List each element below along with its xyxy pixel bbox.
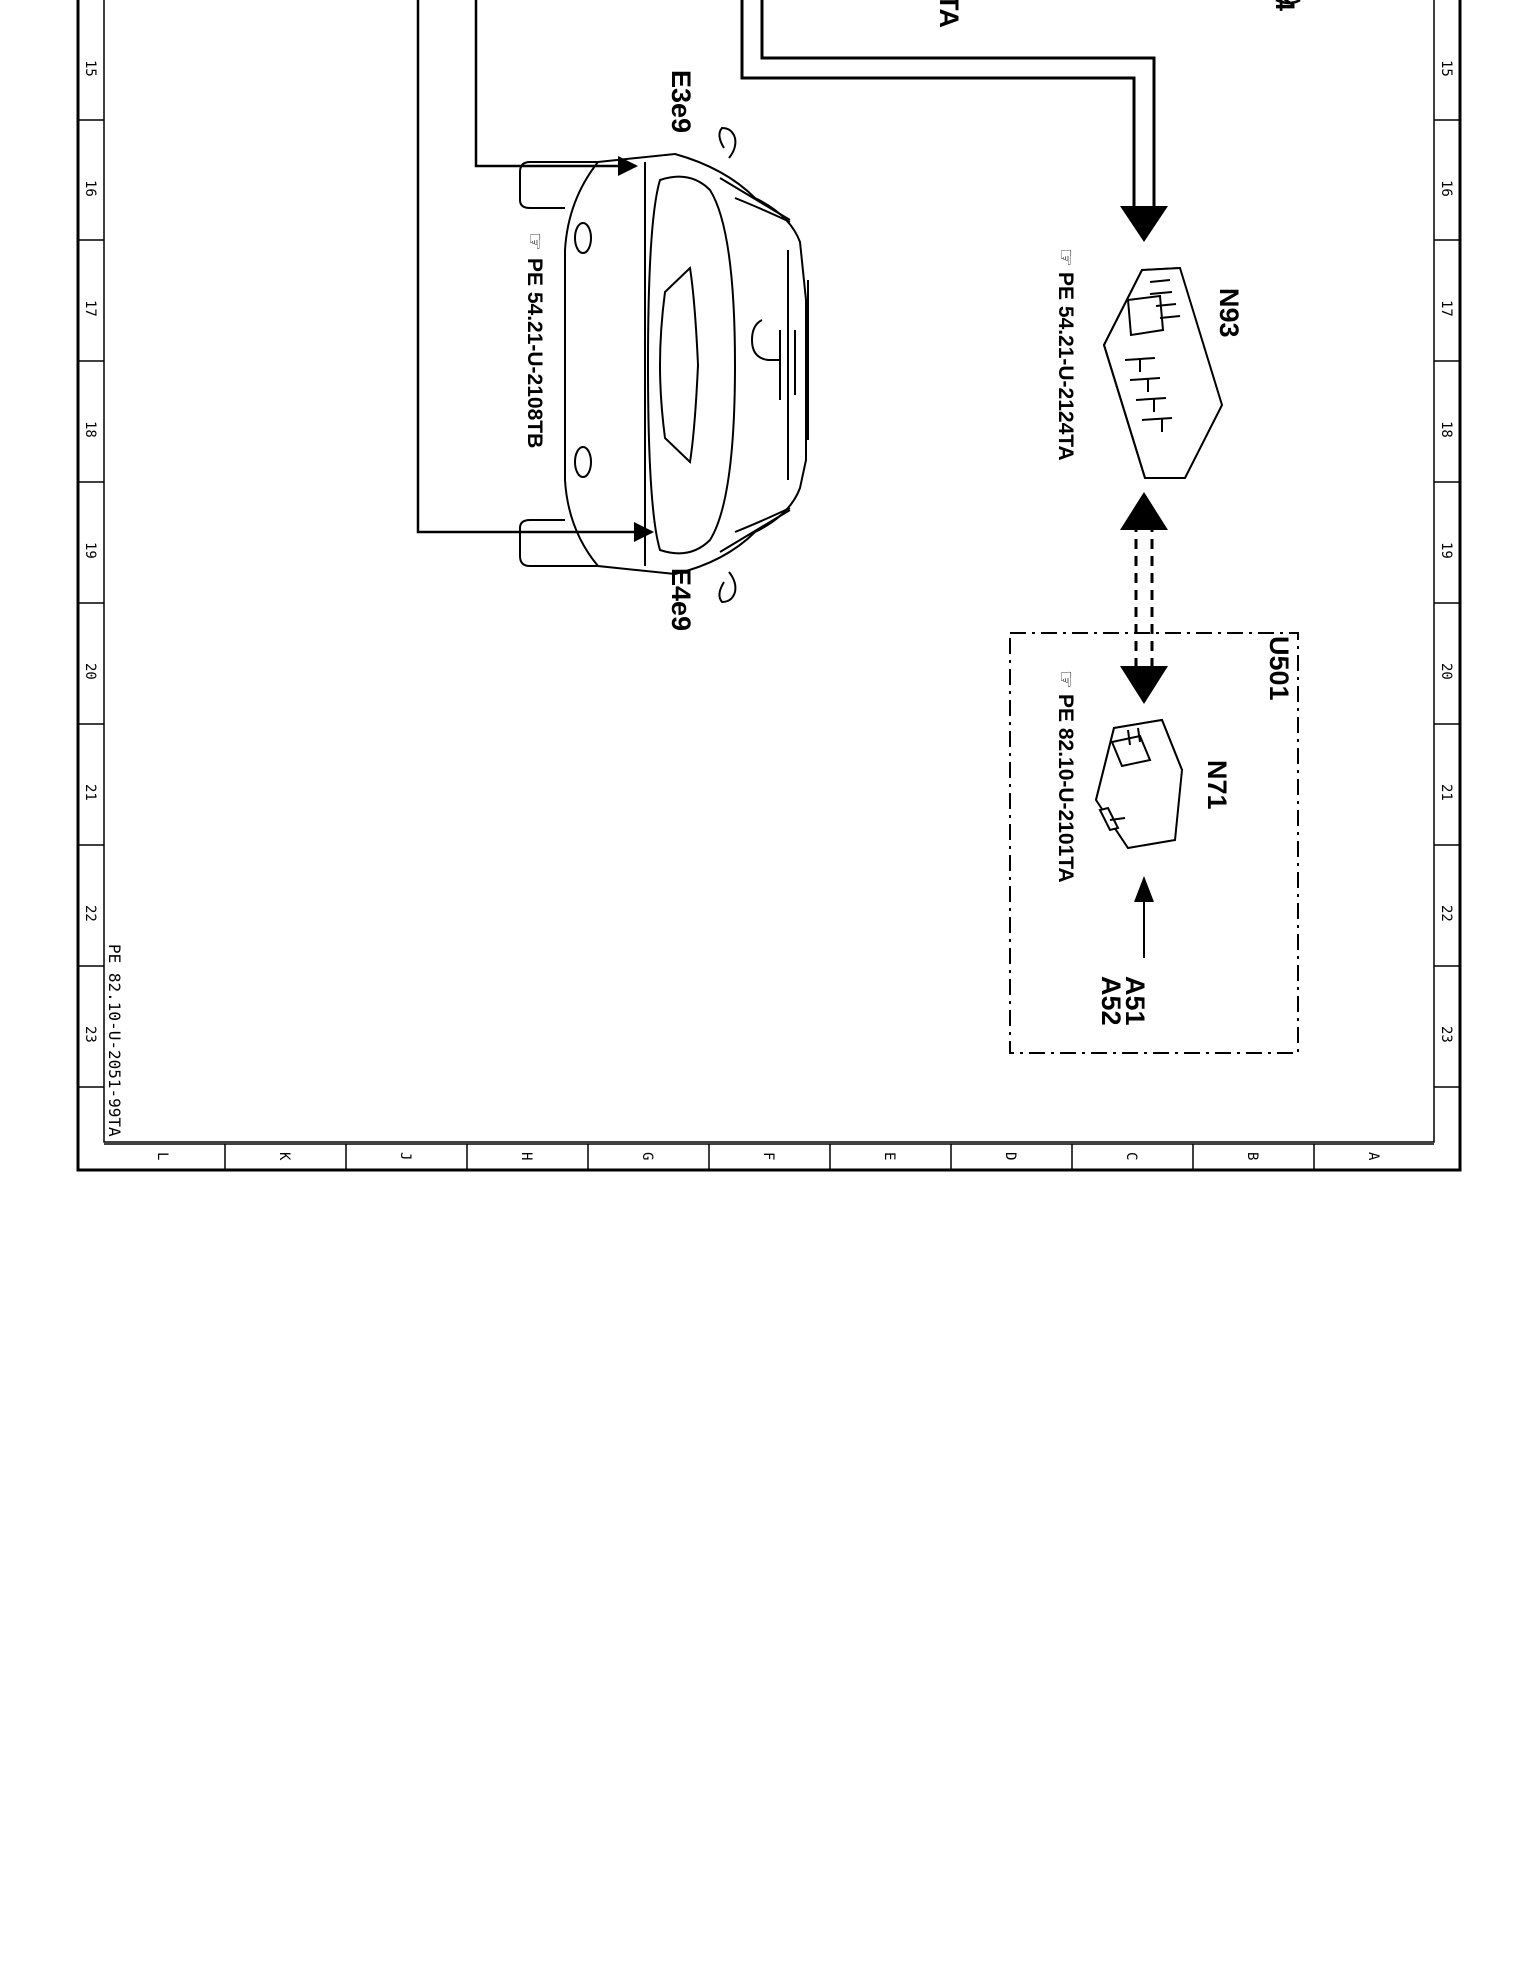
n71-reference: PE 82.10-U-2101TA: [1054, 694, 1077, 883]
hand-pointer-icon: ☞: [523, 232, 546, 251]
row-markers-left: 15 16 17 18 19 20 21 22 23: [82, 60, 98, 1043]
wire-to-e3e9: [474, 0, 638, 176]
partial-label: TA: [934, 0, 964, 28]
row-marker: 23: [82, 1026, 98, 1043]
bumper-lower: [519, 519, 598, 567]
row-marker: 19: [1438, 542, 1454, 559]
inner-frame: [103, 0, 1435, 1143]
row-marker: 15: [1438, 60, 1454, 77]
column-marker: E: [881, 1152, 897, 1160]
row-marker: 21: [82, 784, 98, 801]
headlamp-wires: [416, 0, 654, 542]
pillar-line: [719, 177, 791, 221]
row-marker: 20: [1438, 663, 1454, 680]
bumper-upper: [519, 161, 598, 209]
vehicle-top-view: [519, 126, 809, 604]
row-marker: 18: [1438, 421, 1454, 438]
windshield: [646, 175, 737, 555]
n93-reference: PE 54.21-U-2124TA: [1054, 272, 1077, 461]
u501-label: U501: [1264, 636, 1294, 701]
mirror: [718, 571, 737, 604]
row-marker: 22: [1438, 905, 1454, 922]
bus-arrow-n93: [1120, 206, 1168, 242]
mirror: [718, 126, 737, 159]
pillar-line: [719, 509, 791, 553]
vehicle-reference: PE 54.21-U-2108TB: [523, 258, 546, 448]
column-markers: L K J H G F E D C B A: [154, 1152, 1381, 1161]
bus-n93-n71: [1134, 522, 1154, 672]
roof-line: [734, 197, 791, 223]
input-arrow: [1134, 876, 1154, 902]
column-marker: L: [154, 1152, 170, 1160]
drawing-code: PE 82.10-U-2051-99TA: [105, 944, 124, 1137]
bus-arrow-down: [1120, 666, 1168, 704]
column-marker: B: [1244, 1152, 1260, 1160]
partial-label: 4: [1270, 0, 1300, 11]
bus-to-n93: [740, 0, 1156, 212]
column-marker: K: [276, 1152, 292, 1161]
headlamp-e3e9: [574, 222, 592, 254]
vehicle-body: [564, 152, 807, 576]
input-label-a51: A51: [1120, 976, 1150, 1026]
u501-enclosure: [1009, 632, 1299, 1054]
bus-arrow-up: [1120, 492, 1168, 530]
n93-module-icon: [1102, 266, 1224, 479]
headlamp-left-label: E3e9: [666, 70, 696, 133]
row-marker: 15: [82, 60, 98, 77]
row-marker: 17: [1438, 300, 1454, 317]
column-marker: A: [1365, 1152, 1381, 1161]
outer-frame: [76, 0, 1462, 1172]
row-markers-right: 15 16 17 18 19 20 21 22 23: [1438, 60, 1454, 1043]
rear-window-detail: [750, 319, 780, 361]
hand-pointer-icon: ☞: [1054, 248, 1077, 267]
row-marker: 16: [82, 180, 98, 197]
row-marker: 23: [1438, 1026, 1454, 1043]
n71-module-icon: [1094, 718, 1184, 850]
row-marker: 17: [82, 300, 98, 317]
wire-to-e4e9: [416, 0, 654, 542]
window-frame: [658, 265, 700, 465]
row-marker: 19: [82, 542, 98, 559]
row-marker: 16: [1438, 180, 1454, 197]
column-marker: J: [397, 1152, 413, 1160]
column-marker: G: [639, 1152, 655, 1160]
drawing-frame: [76, 0, 1462, 1172]
column-marker: H: [518, 1152, 534, 1160]
roof-line: [734, 507, 791, 533]
hand-pointer-icon: ☞: [1054, 670, 1077, 689]
row-marker: 21: [1438, 784, 1454, 801]
row-marker: 22: [82, 905, 98, 922]
column-marker: D: [1002, 1152, 1018, 1160]
row-separators: [78, 119, 1460, 1088]
column-marker: F: [760, 1152, 776, 1160]
headlamp-right-label: E4e9: [666, 568, 696, 631]
row-marker: 18: [82, 421, 98, 438]
row-marker: 20: [82, 663, 98, 680]
n93-label: N93: [1214, 288, 1244, 338]
column-separators: [104, 1143, 1434, 1170]
n71-label: N71: [1202, 760, 1232, 810]
headlamp-e4e9: [574, 446, 592, 478]
partial-glyph: [1275, 0, 1301, 5]
column-marker: C: [1123, 1152, 1139, 1160]
input-label-a52: A52: [1096, 976, 1126, 1026]
